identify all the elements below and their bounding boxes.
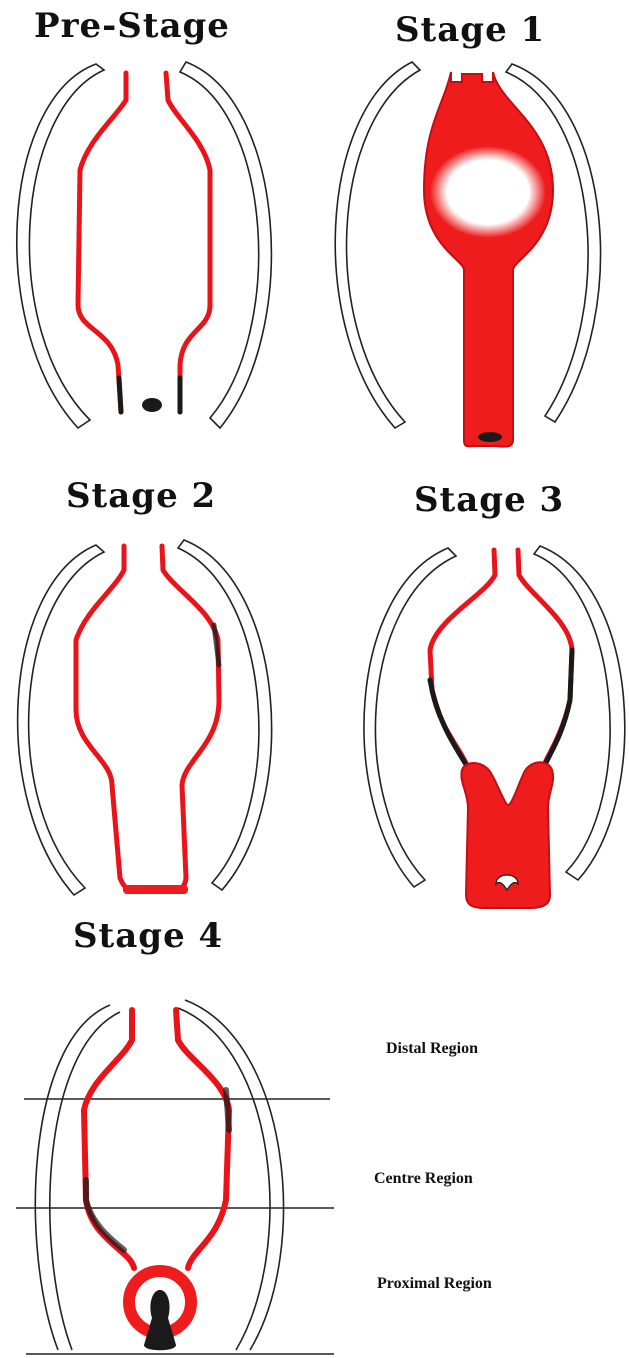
stage-2-right-wall-dark (214, 625, 219, 665)
stage-4-diagram (16, 1000, 334, 1354)
stage-1-core-center (446, 160, 530, 224)
stage-4-dark-mass (144, 1290, 176, 1350)
stage-2-right-wall (162, 546, 219, 890)
pre-stage-diagram (17, 62, 272, 428)
stage-1-filled-lumen (424, 72, 553, 447)
stage-3-diagram (364, 546, 625, 908)
stage-2-diagram (18, 540, 272, 895)
pre-stage-right-sheath (180, 62, 271, 428)
stage-4-left-wall (84, 1010, 134, 1268)
stage-1-diagram (335, 62, 600, 447)
stage-2-left-wall (76, 546, 134, 890)
pre-stage-dark-mass (142, 398, 162, 412)
stage-4-right-wall-dark (226, 1090, 229, 1130)
stage-3-right-wall-dark (545, 650, 572, 765)
stage-2-right-sheath (178, 540, 272, 890)
pre-stage-right-wall (166, 73, 210, 412)
stage-3-left-wall-dark (430, 680, 468, 768)
stage-4-right-wall (176, 1010, 229, 1268)
stage-1-dark-mass (478, 432, 502, 442)
pre-stage-left-wall (78, 73, 126, 412)
stage-3-right-wall (518, 550, 572, 765)
stage-3-left-wall (430, 550, 495, 768)
stage-2-left-sheath (18, 545, 104, 895)
stage-1-left-sheath (335, 62, 420, 428)
pre-stage-left-wall-dark-tip (119, 378, 121, 412)
stage-2-base (123, 885, 188, 894)
pre-stage-left-sheath (17, 64, 104, 428)
stage-4-left-sheath-outer (35, 1005, 110, 1350)
